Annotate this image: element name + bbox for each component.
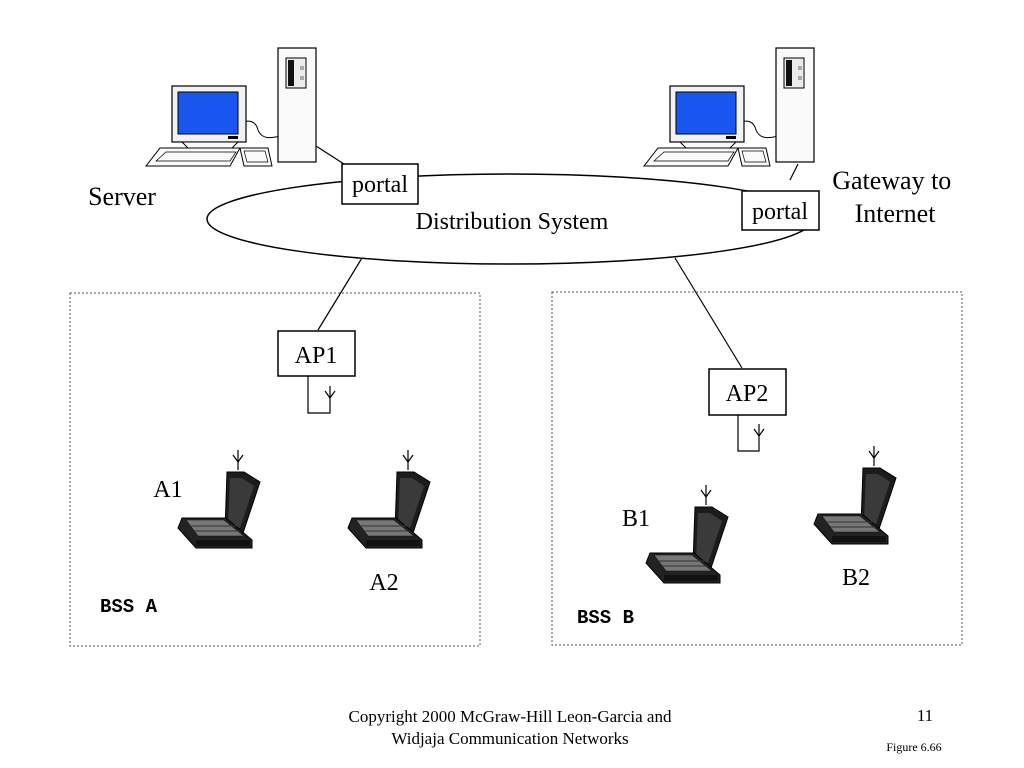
ap2-antenna-icon [737,415,760,452]
ap1-label: AP1 [295,343,338,369]
bss-b-box [551,291,963,646]
portal-left: portal [341,163,419,205]
portal-left-label: portal [352,172,408,198]
portal-right-label: portal [752,199,808,225]
access-point-ap1: AP1 [277,330,356,414]
bss-b-label: BSS B [577,607,634,629]
laptop-b2-icon [813,445,897,545]
portal-right: portal [741,190,820,231]
gateway-computer-icon [643,47,815,167]
ds-ap2-link [674,257,743,369]
ap1-antenna-icon [307,376,331,414]
figure-label: Figure 6.66 [886,740,942,754]
server-computer-icon [145,47,317,167]
laptop-a1-icon [177,449,261,549]
slide-number: 11 [916,706,934,725]
gateway-portal-link [789,163,799,181]
server-portal-link [315,145,345,165]
gateway-label: Gateway to Internet [832,166,958,228]
ap2-label: AP2 [726,381,769,407]
access-point-ap2: AP2 [708,368,787,452]
station-b1-label: B1 [622,506,650,532]
laptop-a2-icon [347,449,431,549]
ds-ap1-link [317,257,363,331]
bss-a-label: BSS A [100,596,158,618]
copyright-notice: Copyright 2000 McGraw-Hill Leon-Garcia a… [348,707,672,748]
distribution-system-label: Distribution System [416,209,609,235]
laptop-b1-icon [645,484,729,584]
station-a1-label: A1 [153,477,182,503]
station-a2-label: A2 [369,570,398,596]
station-b2-label: B2 [842,565,870,591]
bss-a-box [69,292,481,647]
server-label: Server [88,182,156,211]
